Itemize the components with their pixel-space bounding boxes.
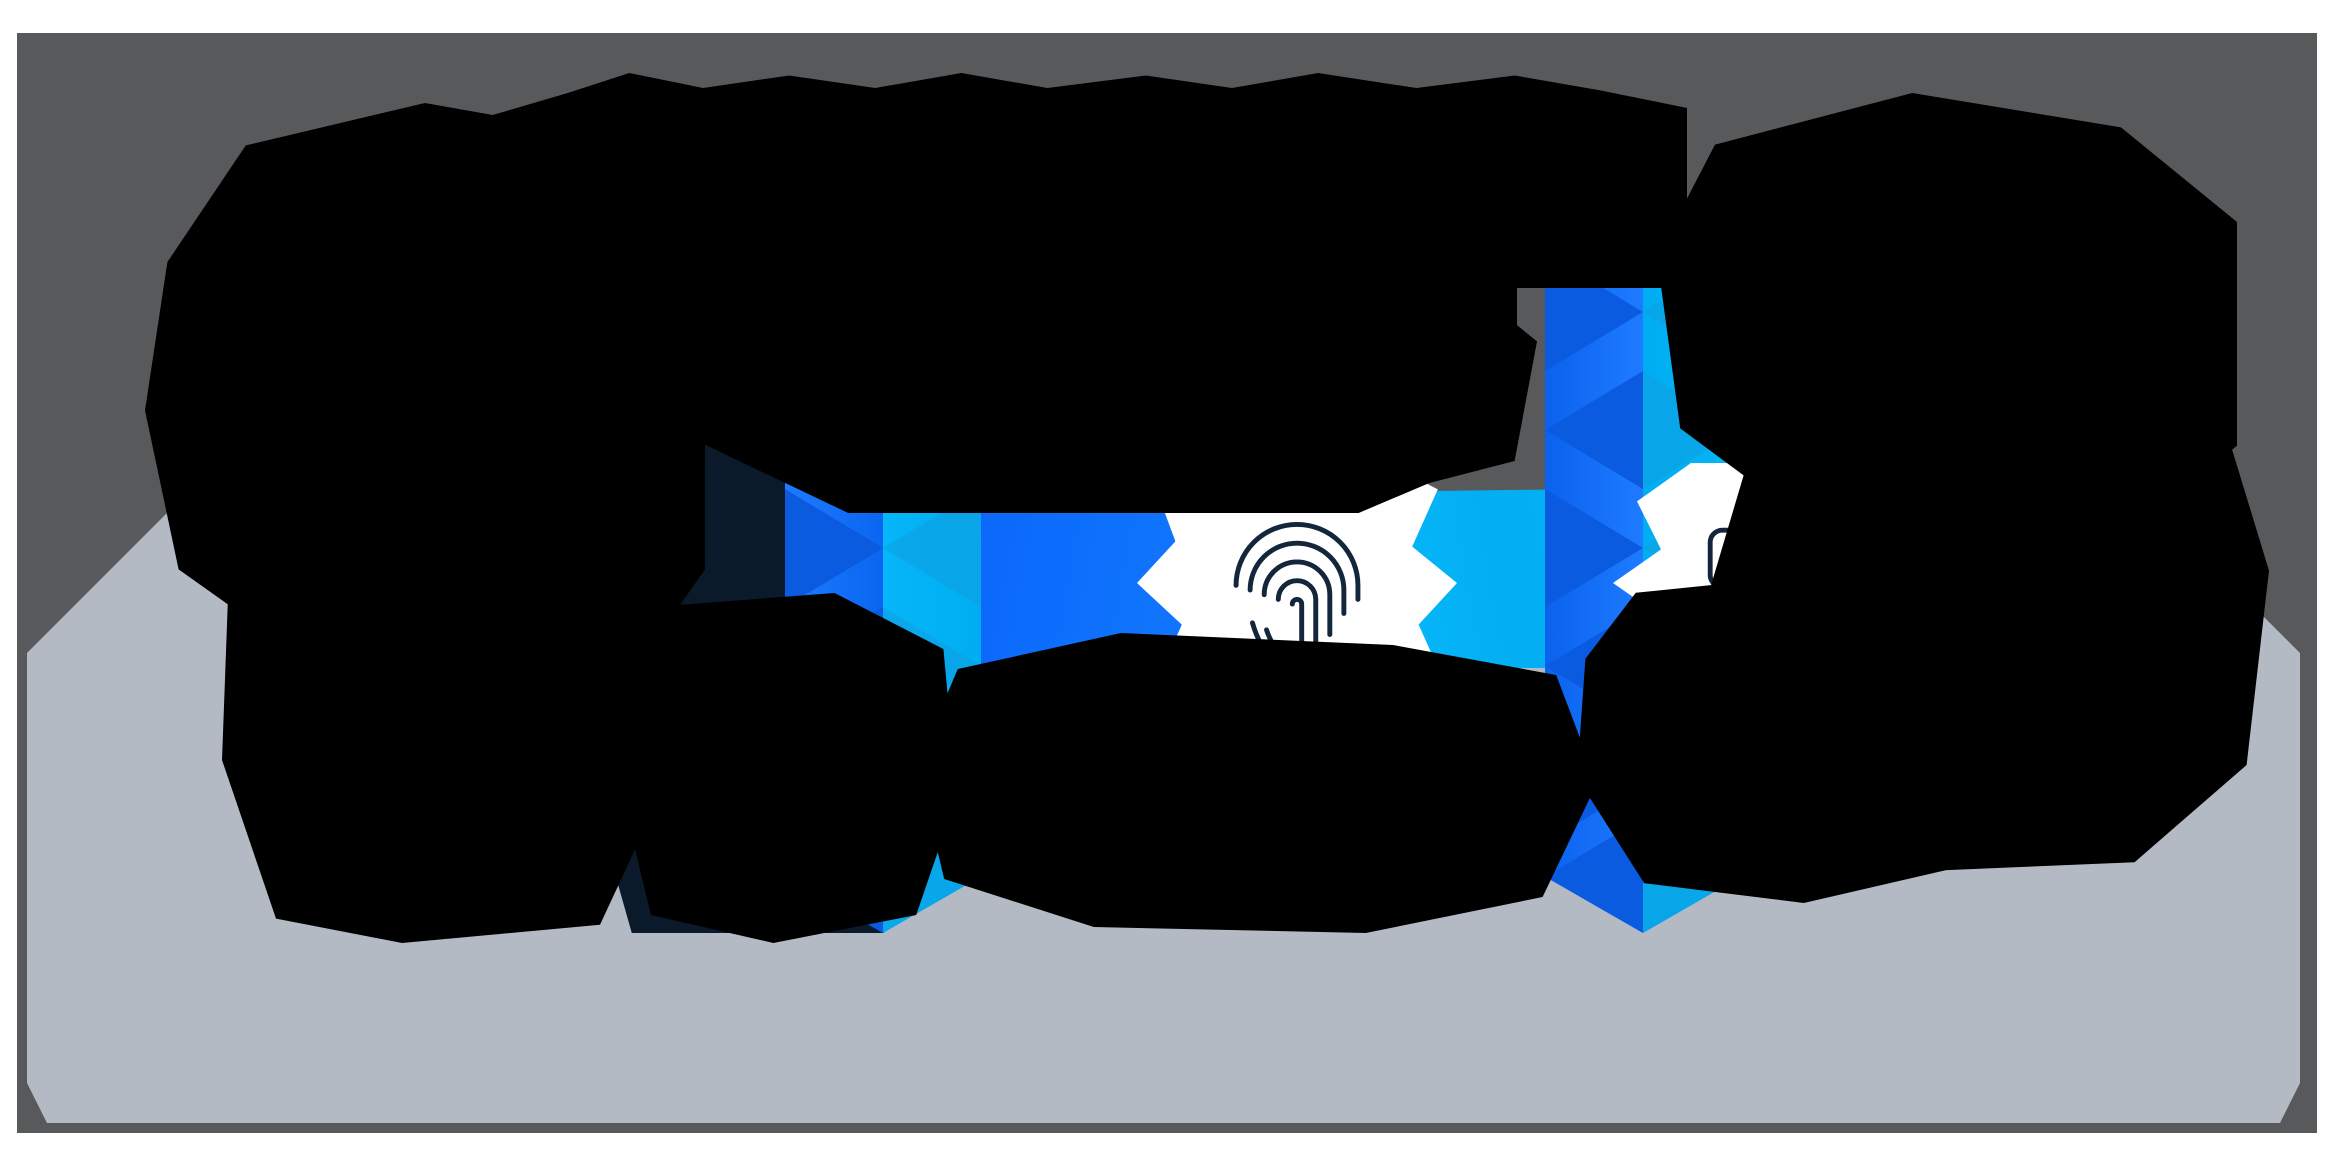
redaction-block-left-lower <box>222 333 672 943</box>
redaction-block-gap-b <box>617 593 957 943</box>
fingerprint-icon <box>1233 521 1361 656</box>
redaction-block-right-lower <box>1577 573 1997 903</box>
redaction-block-gap-a <box>977 253 1537 513</box>
diagram-canvas: Remote Campus Branch Airplane Oil rig St… <box>17 33 2317 1133</box>
redaction-block-center-lower <box>917 633 1597 933</box>
